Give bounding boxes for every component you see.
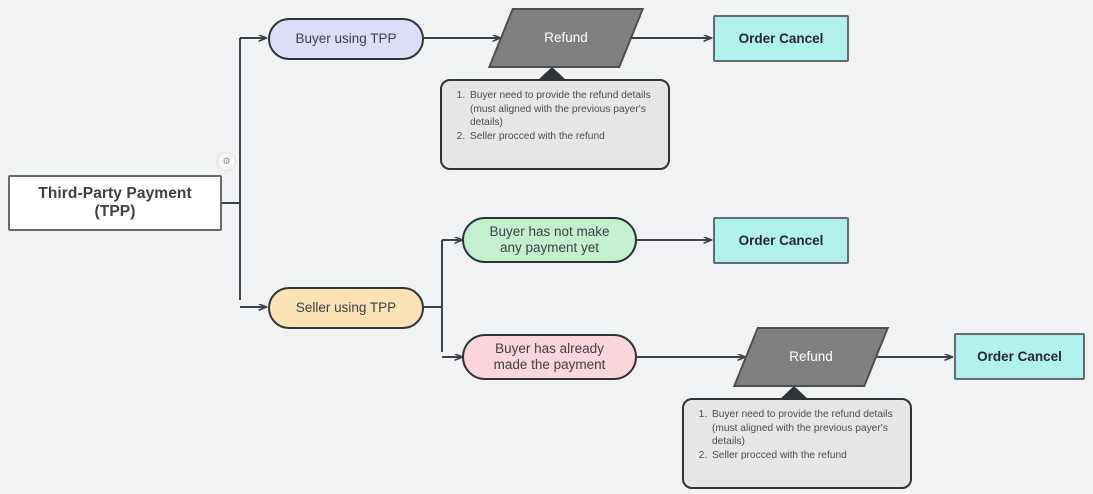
node-label-line1: Third-Party Payment bbox=[38, 184, 192, 202]
node-buyer-already-paid[interactable]: Buyer has already made the payment bbox=[462, 334, 637, 380]
node-label: Seller using TPP bbox=[295, 300, 397, 316]
node-label: Refund bbox=[544, 30, 588, 46]
node-order-cancel-2[interactable]: Order Cancel bbox=[713, 217, 849, 264]
note-list: Buyer need to provide the refund details… bbox=[690, 408, 900, 462]
node-label: Order Cancel bbox=[977, 348, 1062, 364]
node-seller-using-tpp[interactable]: Seller using TPP bbox=[268, 287, 424, 329]
node-buyer-no-payment[interactable]: Buyer has not make any payment yet bbox=[462, 217, 637, 263]
node-label: Order Cancel bbox=[738, 30, 824, 46]
node-order-cancel-1[interactable]: Order Cancel bbox=[713, 15, 849, 62]
node-label-line2: any payment yet bbox=[499, 240, 600, 255]
note-refund-steps-top: Buyer need to provide the refund details… bbox=[440, 79, 670, 170]
node-label-line1: Buyer has already bbox=[495, 341, 604, 357]
node-label-line1: Buyer has not make bbox=[489, 224, 610, 240]
node-label: Buyer using TPP bbox=[295, 31, 397, 47]
node-third-party-payment[interactable]: Third-Party Payment (TPP) bbox=[8, 175, 222, 231]
node-refund-bottom[interactable]: Refund bbox=[732, 327, 890, 387]
node-label-line2: (TPP) bbox=[94, 203, 136, 220]
link-handle-icon[interactable]: ⚙ bbox=[218, 153, 235, 170]
note-item-1: Buyer need to provide the refund details… bbox=[468, 89, 658, 130]
note-item-2: Seller procced with the refund bbox=[710, 449, 900, 463]
note-item-1: Buyer need to provide the refund details… bbox=[710, 408, 900, 449]
node-label: Refund bbox=[789, 349, 833, 365]
note-list: Buyer need to provide the refund details… bbox=[448, 89, 658, 143]
node-order-cancel-3[interactable]: Order Cancel bbox=[954, 333, 1085, 380]
node-buyer-using-tpp[interactable]: Buyer using TPP bbox=[268, 18, 424, 60]
note-item-2: Seller procced with the refund bbox=[468, 130, 658, 144]
node-refund-top[interactable]: Refund bbox=[487, 8, 645, 68]
node-label-line2: made the payment bbox=[493, 357, 606, 372]
note-refund-steps-bottom: Buyer need to provide the refund details… bbox=[682, 398, 912, 489]
node-label: Order Cancel bbox=[738, 232, 824, 248]
